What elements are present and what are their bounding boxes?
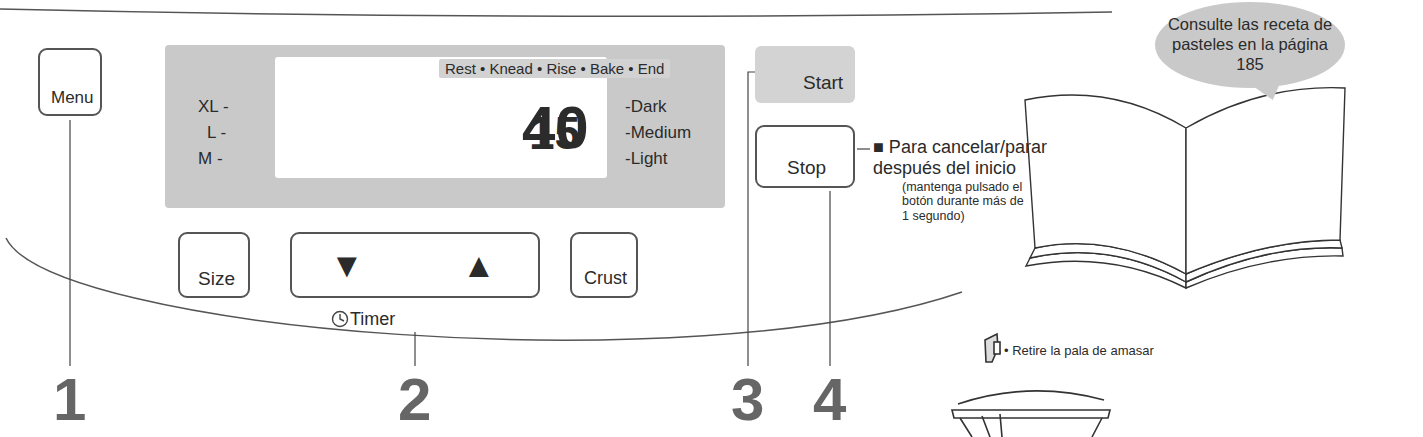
node-text: -Medium [625,123,691,143]
size-button: Size [178,232,250,298]
speech-bubble: Consulte las receta de pasteles en la pá… [1155,2,1345,88]
lcd-screen: Rest • Knead • Rise • Bake • End1540 [275,57,607,178]
node-text: M - [198,149,223,169]
node-text: ▼ [330,246,364,285]
start-button: Start [755,46,855,103]
node-text: Size [198,268,235,290]
timer-label: Timer [350,309,395,330]
node-text: Rest • Knead • Rise • Bake • End [439,59,670,78]
node-text: XL - [198,97,229,117]
node-text: Consulte las receta de pasteles en la pá… [1164,15,1336,74]
callout-number: 3 [731,370,764,430]
node-text: 40 [522,93,589,162]
node-text: -Light [625,149,668,169]
callout-number: 2 [398,370,431,430]
node-text: Crust [584,268,627,289]
node-text: Start [803,72,843,94]
clock-icon [333,312,348,327]
node-text: -Dark [625,97,667,117]
stop-button: Stop [755,125,855,188]
node-text: L - [207,123,226,143]
node-text: Stop [787,157,826,179]
recipe-book [1025,88,1345,288]
crust-button: Crust [570,232,638,298]
note-text: (mantenga pulsado el botón durante más d… [902,180,1030,223]
note-text: ■ Para cancelar/parar después del inicio [873,137,1073,178]
menu-button: Menu [38,48,102,116]
pan-note: • Retire la pala de amasar [1004,344,1154,359]
timer-button: ▼▲ [290,232,540,298]
node-text: ▲ [462,246,496,285]
display-panel: XL - L - M - -Dark -Medium -Light Rest • Knead… [165,45,725,208]
node-text: Menu [51,88,94,108]
callout-number: 4 [813,370,846,430]
callout-number: 1 [53,370,86,430]
panel-outline [0,9,1112,340]
